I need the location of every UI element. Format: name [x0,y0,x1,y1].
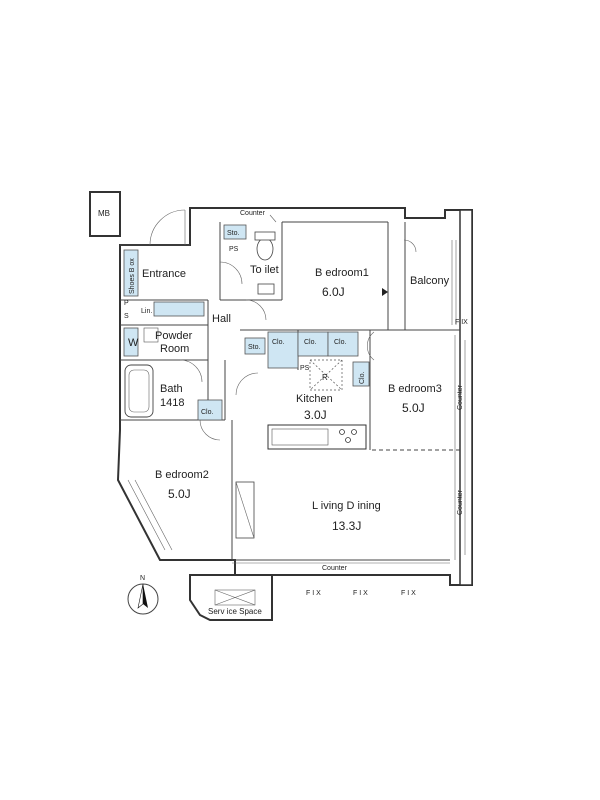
closet-bedroom3-label: Clo. [359,371,366,384]
bedroom3-area: 5.0J [402,401,425,415]
bedroom3-label: B edroom3 [388,383,442,395]
linen-closet [153,301,205,317]
kitchen-label: Kitchen [296,393,333,405]
service-space-label: Serv ice Space [208,607,262,616]
balcony-label: Balcony [410,275,450,287]
counter-right-label-2: Counter [457,489,464,515]
washer-label: W [128,337,139,349]
storage-units [123,224,370,421]
storage-hall-label: Sto. [248,344,261,351]
shoes-box-label: Shoes B ox [129,258,136,294]
entrance-label: Entrance [142,268,186,280]
counter-bottom-label: Counter [322,565,348,572]
powder-room-label-1: Powder [155,330,193,342]
hall-label: Hall [212,313,231,325]
closet-bath [197,399,223,421]
storage-toilet [223,224,247,240]
closet-bedroom3 [352,361,370,387]
storage-hall [244,337,266,355]
kitchen-area: 3.0J [304,408,327,422]
fix-label-balcony: F IX [455,319,468,326]
living-area: 13.3J [332,519,361,533]
living-label: L iving D ining [312,500,381,512]
north-compass-icon: N [127,575,159,615]
closet-2 [297,331,329,357]
powder-room-label-2: Room [160,343,189,355]
fixture-labels: Sto. PS Sto. Clo. Clo. Clo. PS Clo. Lin.… [124,210,468,597]
counter-top-label: Counter [240,210,266,217]
mb-label: MB [98,209,110,218]
closet-3-label: Clo. [334,339,347,346]
closet-bath-label: Clo. [201,409,214,416]
north-label: N [140,575,145,582]
counter-right-label-1: Counter [457,384,464,410]
fix-label-3: F I X [401,590,416,597]
bath-size: 1418 [160,397,184,409]
storage-toilet-label: Sto. [227,230,240,237]
shoes-box [123,249,139,297]
closet-1 [267,331,299,369]
closet-3 [327,331,359,357]
refrigerator-label: R [322,373,328,382]
toilet-label: To ilet [250,264,279,276]
closet-1-label: Clo. [272,339,285,346]
closet-2-label: Clo. [304,339,317,346]
ps-toilet-label: PS [229,246,239,253]
ps-letter-s: S [124,313,129,320]
ps-kitchen-label: PS [300,365,310,372]
bedroom2-area: 5.0J [168,487,191,501]
room-labels: B edroom1 6.0J B edroom2 5.0J B edroom3 … [98,209,450,616]
bedroom1-label: B edroom1 [315,267,369,279]
fixtures [124,214,466,606]
fix-label-1: F I X [306,590,321,597]
bedroom1-area: 6.0J [322,285,345,299]
washer-space [123,327,139,357]
exterior-walls [89,191,473,621]
bedroom2-label: B edroom2 [155,469,209,481]
linen-label: Lin. [141,308,152,315]
bath-label: Bath [160,383,183,395]
ps-letter-p: P [124,300,129,307]
doors [149,209,417,441]
fix-label-2: F I X [353,590,368,597]
